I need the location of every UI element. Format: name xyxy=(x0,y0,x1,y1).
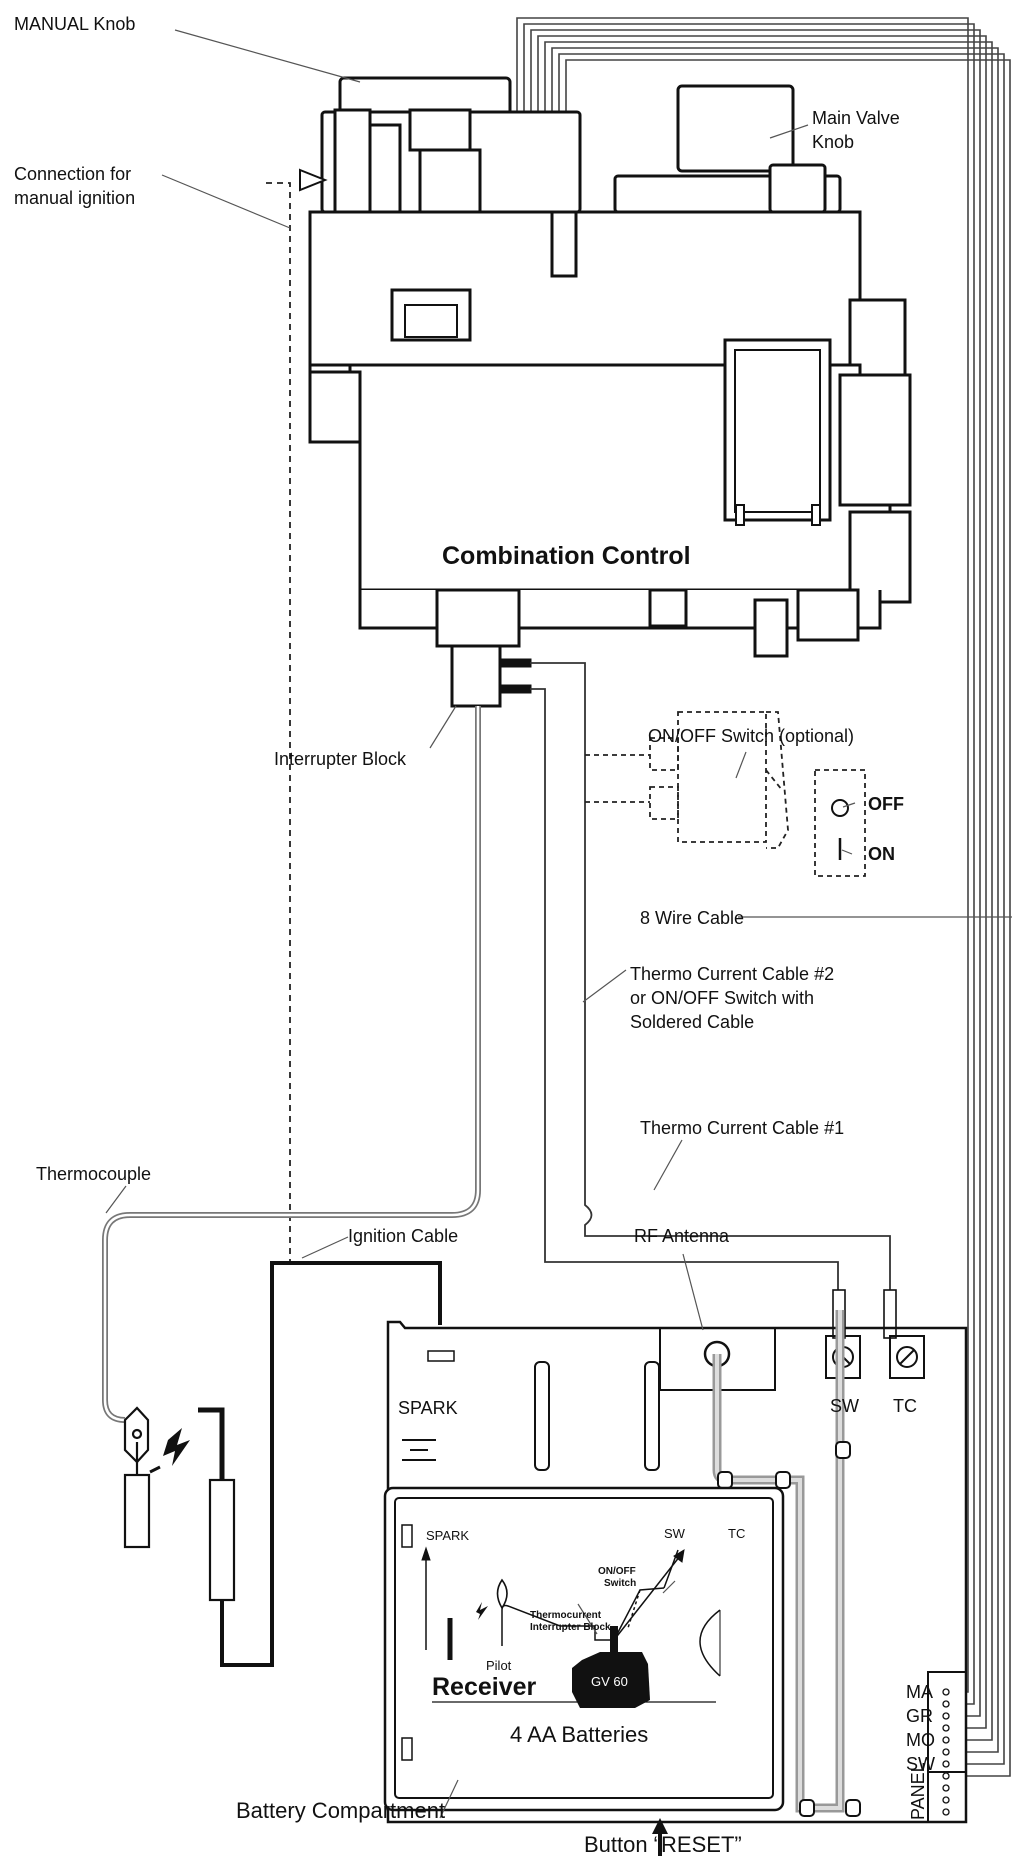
inner-thermo-label-2: Interrupter Block xyxy=(530,1622,611,1633)
reset-button-label: Button “RESET” xyxy=(584,1832,742,1857)
main-valve-knob xyxy=(676,84,795,173)
on-label: ON xyxy=(868,844,895,864)
spark-electrode xyxy=(198,1407,236,1612)
gv60-valve-icon xyxy=(572,1626,650,1708)
manual-knob-label: MANUAL Knob xyxy=(14,14,135,34)
interrupter-block-label: Interrupter Block xyxy=(274,749,407,769)
eight-wire-cable xyxy=(516,17,1011,1777)
connector-pins xyxy=(735,504,821,526)
thermo-cable-2-label-2: or ON/OFF Switch with xyxy=(630,988,814,1008)
thermo-cable-2-label-3: Soldered Cable xyxy=(630,1012,754,1032)
inner-pilot-label: Pilot xyxy=(486,1658,512,1673)
rf-antenna-label: RF Antenna xyxy=(634,1226,730,1246)
ignition-cable xyxy=(220,1261,442,1667)
inner-spark-label: SPARK xyxy=(426,1528,469,1543)
gv60-label: GV 60 xyxy=(591,1674,628,1689)
inner-onoff-label-1: ON/OFF xyxy=(598,1566,636,1577)
gr-pin-label: GR xyxy=(906,1706,933,1726)
thermocouple-label: Thermocouple xyxy=(36,1164,151,1184)
wire-cable-label: 8 Wire Cable xyxy=(640,908,744,928)
mo-pin-label: MO xyxy=(906,1730,935,1750)
inner-thermo-label-1: Thermocurrent xyxy=(530,1610,602,1621)
off-indicator-icon xyxy=(831,799,849,817)
pilot-flame-icon xyxy=(476,1578,508,1620)
thermo-cable-2-label-1: Thermo Current Cable #2 xyxy=(630,964,834,984)
main-valve-knob-label-1: Main Valve xyxy=(812,108,900,128)
off-label: OFF xyxy=(868,794,904,814)
inner-sw-label: SW xyxy=(664,1526,686,1541)
inner-onoff-label-2: Switch xyxy=(604,1578,636,1589)
leader-lines xyxy=(105,29,1012,1819)
reset-arrow-icon xyxy=(652,1818,668,1856)
antenna-clips xyxy=(717,1441,861,1817)
spark-label: SPARK xyxy=(398,1398,458,1418)
spark-bolt-icon xyxy=(149,1428,190,1474)
manual-ignition-label-1: Connection for xyxy=(14,164,131,184)
receiver-title: Receiver xyxy=(432,1673,537,1701)
main-valve-knob-label-2: Knob xyxy=(812,132,854,152)
pilot-burner xyxy=(123,1406,151,1549)
ignition-cable-label: Ignition Cable xyxy=(348,1226,458,1246)
tc-terminal-label: TC xyxy=(893,1396,917,1416)
combination-control xyxy=(308,76,912,658)
ma-pin-label: MA xyxy=(906,1682,933,1702)
panel-label: PANEL xyxy=(908,1762,928,1820)
batteries-label: 4 AA Batteries xyxy=(510,1722,648,1747)
inner-tc-label: TC xyxy=(728,1526,745,1541)
sw-terminal-label: SW xyxy=(830,1396,859,1416)
thermo-cable-1-label: Thermo Current Cable #1 xyxy=(640,1118,844,1138)
thermocouple xyxy=(102,706,481,1423)
onoff-switch xyxy=(585,711,866,877)
pin-header-dots xyxy=(942,1688,950,1816)
manual-ignition-label-2: manual ignition xyxy=(14,188,135,208)
combination-control-title: Combination Control xyxy=(442,542,691,570)
battery-compartment-label: Battery Compartment xyxy=(236,1798,445,1823)
switch-indicator-panel xyxy=(814,769,866,877)
interrupter-block xyxy=(450,644,532,708)
thermo-current-cables xyxy=(530,662,891,1290)
onoff-switch-label: ON/OFF Switch (optional) xyxy=(648,726,854,746)
sw-pin-label: SW xyxy=(906,1754,935,1774)
manual-ignition-connection xyxy=(266,168,328,1265)
battery-compartment xyxy=(383,1486,785,1812)
